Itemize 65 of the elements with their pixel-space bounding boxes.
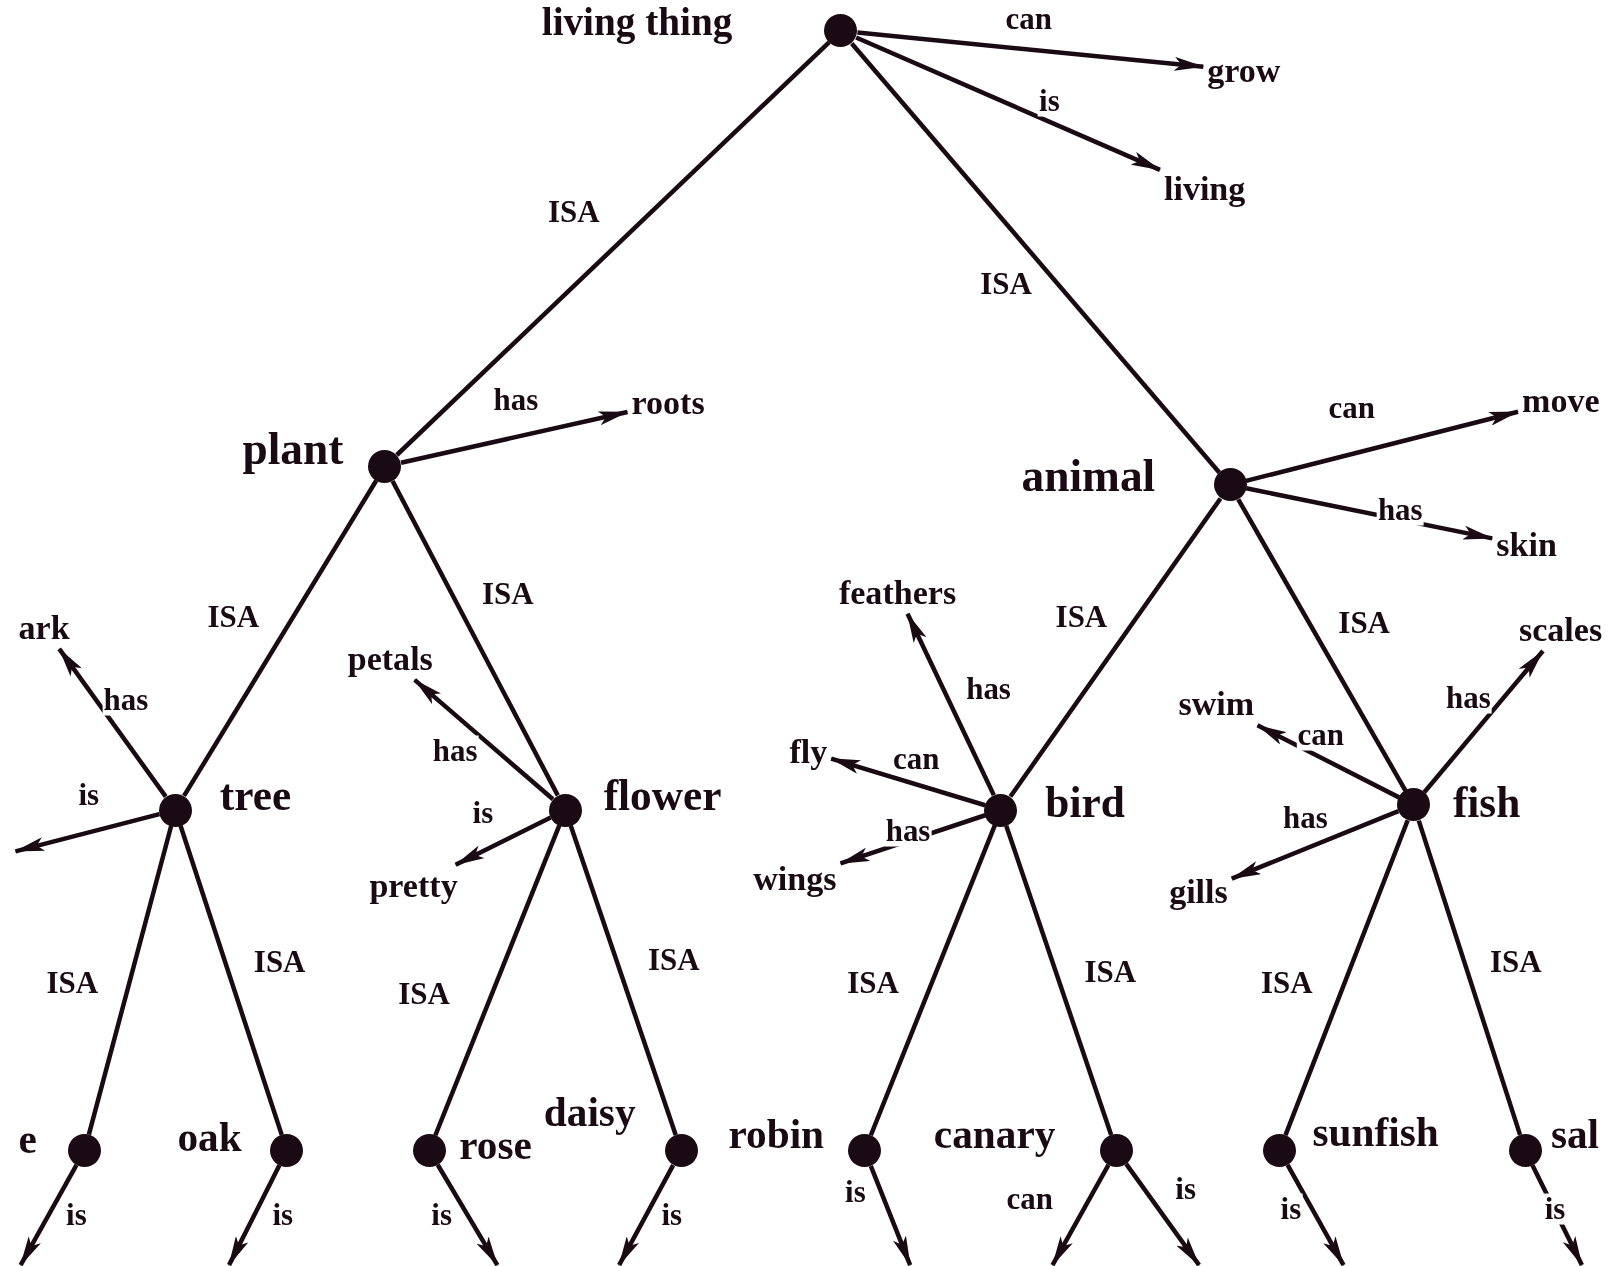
concept-label: rose [459, 1124, 532, 1167]
arrow [1124, 1162, 1201, 1266]
property-label: petals [347, 641, 433, 676]
property-label: move [1522, 383, 1600, 418]
arrow [227, 1164, 282, 1266]
concept-label: oak [177, 1116, 242, 1158]
arrow [905, 612, 996, 797]
concept-label: daisy [543, 1091, 636, 1133]
property-label: fly [789, 734, 828, 769]
connector-line [395, 40, 831, 457]
concept-label: robin [728, 1114, 825, 1156]
connector-line [390, 479, 560, 797]
connector-line [1004, 824, 1114, 1136]
property-label: living [1163, 172, 1246, 207]
arrow [57, 647, 168, 798]
concept-label: sal [1550, 1114, 1600, 1156]
arrow [14, 811, 160, 854]
arrow [435, 1163, 500, 1266]
property-label: ark [18, 610, 70, 645]
arrow [1230, 809, 1400, 881]
arrow [1422, 649, 1545, 794]
concept-label: tree [219, 773, 292, 818]
arrow [454, 815, 552, 867]
arrow [617, 1164, 676, 1266]
arrow [830, 756, 986, 808]
arrow [18, 1163, 79, 1266]
connector-line [868, 824, 997, 1137]
property-label: scales [1518, 612, 1603, 647]
connector-line [850, 42, 1221, 474]
arrow [1256, 723, 1400, 800]
concept-label: canary [933, 1114, 1056, 1156]
arrow [857, 30, 1205, 71]
connector-line [433, 824, 562, 1137]
concept-label: e [18, 1118, 37, 1160]
arrow [868, 1165, 913, 1266]
concept-label: sunfish [1312, 1112, 1439, 1154]
property-label: gills [1169, 875, 1228, 910]
connector-line [568, 824, 678, 1136]
connector-line [1008, 497, 1223, 798]
arrow [1050, 1163, 1111, 1266]
connector-line [182, 479, 379, 798]
property-label: skin [1496, 528, 1557, 563]
connector-line [1236, 498, 1408, 792]
concept-label: living thing [541, 2, 733, 42]
property-label: swim [1178, 687, 1255, 722]
concept-label: plant [242, 427, 344, 473]
concept-label: fish [1452, 781, 1521, 825]
concept-label: flower [603, 773, 722, 818]
arrow [855, 35, 1161, 172]
property-label: wings [753, 861, 837, 896]
connector-line [1283, 819, 1410, 1136]
property-label: pretty [369, 868, 458, 903]
connector-line [178, 825, 284, 1136]
property-label: roots [631, 385, 705, 420]
arrow [1285, 1163, 1346, 1266]
arrow [400, 409, 629, 465]
connector-line [86, 825, 174, 1136]
arrow [1245, 409, 1519, 484]
concept-label: animal [1021, 454, 1156, 500]
property-label: feathers [838, 575, 957, 610]
connector-line [1416, 819, 1523, 1136]
edge-label: is [1543, 1193, 1567, 1225]
property-label: grow [1207, 53, 1281, 88]
concept-label: bird [1045, 781, 1125, 825]
arrow [413, 678, 555, 801]
